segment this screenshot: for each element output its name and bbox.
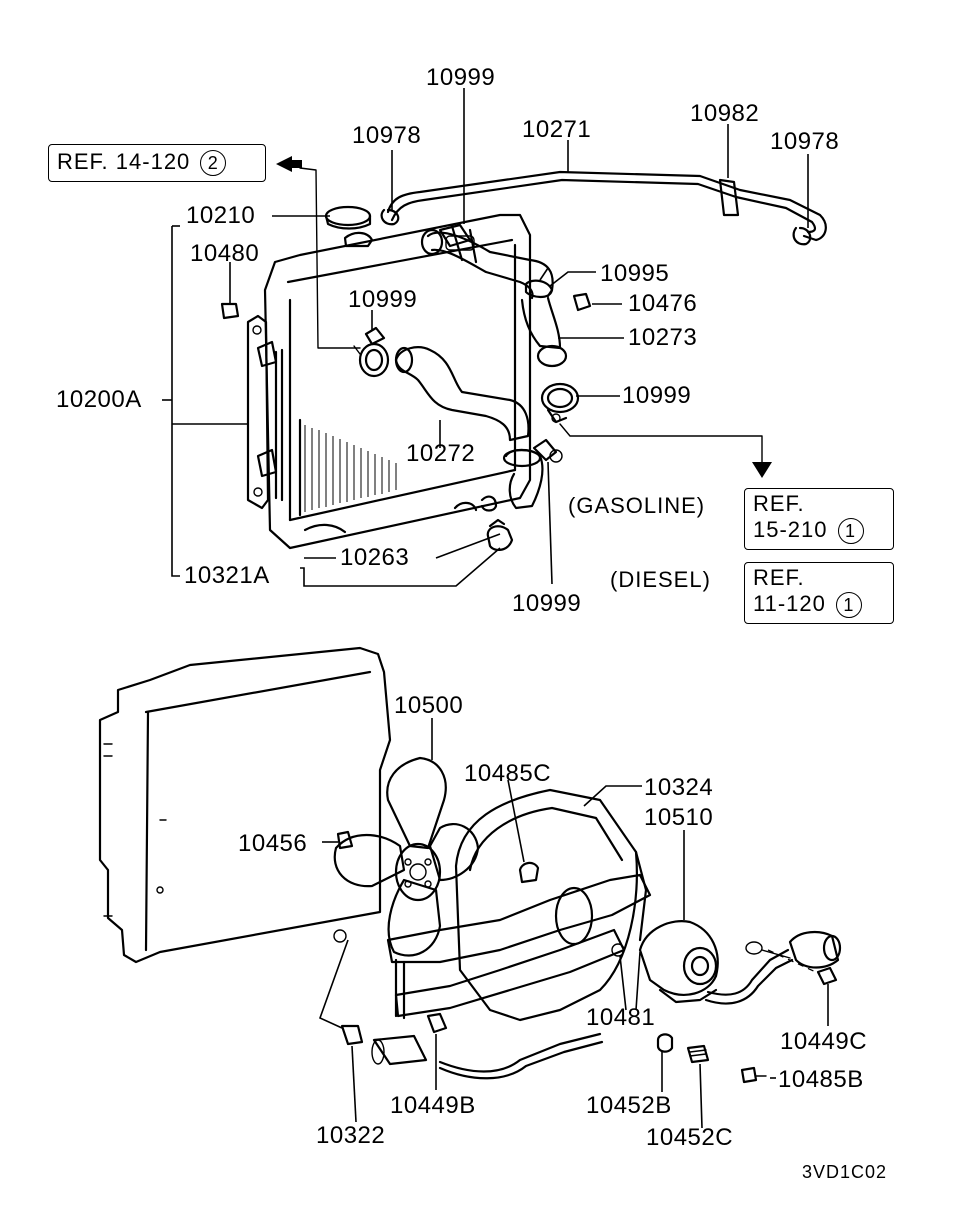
radiator-mounting-bracket [246,314,278,510]
part-label-10481: 10481 [586,1004,656,1031]
diesel-label: (DIESEL) [610,567,711,592]
ref-circle-number: 1 [837,518,864,545]
ref-line-1: REF. [753,491,805,516]
part-label-10510: 10510 [644,804,714,831]
part-label-10480: 10480 [190,240,260,267]
part-label-10456: 10456 [238,830,308,857]
part-label-10271: 10271 [522,116,592,143]
ref-box-15-210[interactable]: REF. 15-210 1 [744,488,894,550]
ref-line-2: 15-210 [753,517,828,542]
ref-text: REF. 14-120 [57,149,191,174]
part-label-10995: 10995 [600,260,670,287]
small-parts-lower [336,830,767,1084]
ref-box-11-120[interactable]: REF. 11-120 1 [744,562,894,624]
part-label-10476: 10476 [628,290,698,317]
part-label-10982: 10982 [690,100,760,127]
part-label-10452B: 10452B [586,1092,672,1119]
ref-circle-number: 1 [835,592,862,619]
part-label-10272: 10272 [406,440,476,467]
part-label-10500: 10500 [394,692,464,719]
part-label-10263: 10263 [340,544,410,571]
radiator-cap [324,205,372,230]
overflow-hose [380,170,827,246]
part-label-10200A: 10200A [56,386,142,413]
upper-hose-clamp-10995 [524,267,554,299]
part-label-10449B: 10449B [390,1092,476,1119]
part-label-10485C: 10485C [464,760,552,787]
fan-motor-10510 [638,920,794,1005]
part-label-10978-left: 10978 [352,122,422,149]
hose-clamp-lower [540,382,580,424]
part-label-10978-right: 10978 [770,128,840,155]
part-label-10485B: 10485B [778,1066,864,1093]
leader-lines-lower [318,718,829,1129]
ref-box-14-120[interactable]: REF. 14-120 2 [48,144,266,182]
leader-lines-upper [162,88,809,587]
hose-clamp-10999-middle [353,326,390,378]
ref-line-2: 11-120 [753,591,826,616]
part-label-10999-mid: 10999 [348,286,418,313]
bolts-upper [220,292,592,320]
part-label-10324: 10324 [644,774,714,801]
lower-outlet-pipe [502,438,563,510]
part-label-10210: 10210 [186,202,256,229]
drain-plug-10263 [486,518,514,552]
reference-arrows [276,156,772,478]
ref-line-1: REF. [753,565,805,590]
fan-blades-10500 [333,756,480,957]
part-label-10321A: 10321A [184,562,270,589]
part-label-10273: 10273 [628,324,698,351]
radiator-core-fins [304,425,397,512]
radiator-inner-hose-10272 [394,346,530,442]
ref-circle-number: 2 [200,150,227,177]
radiator-outline-lower [98,646,392,964]
gasoline-label: (GASOLINE) [568,493,706,518]
upper-radiator-hose [420,224,554,300]
part-label-10322: 10322 [316,1122,386,1149]
connector-10449C [767,930,842,986]
diagram-code: 3VD1C02 [802,1162,888,1182]
part-label-10999-top: 10999 [426,64,496,91]
part-label-10999-bottom: 10999 [512,590,582,617]
part-label-10999-lower: 10999 [622,382,692,409]
part-label-10452C: 10452C [646,1124,734,1151]
harness-lower [340,1012,604,1080]
part-label-10449C: 10449C [780,1028,868,1055]
fan-shroud-10324 [386,788,652,1022]
radiator-upper [263,213,532,550]
lower-hose-10273 [520,296,568,368]
